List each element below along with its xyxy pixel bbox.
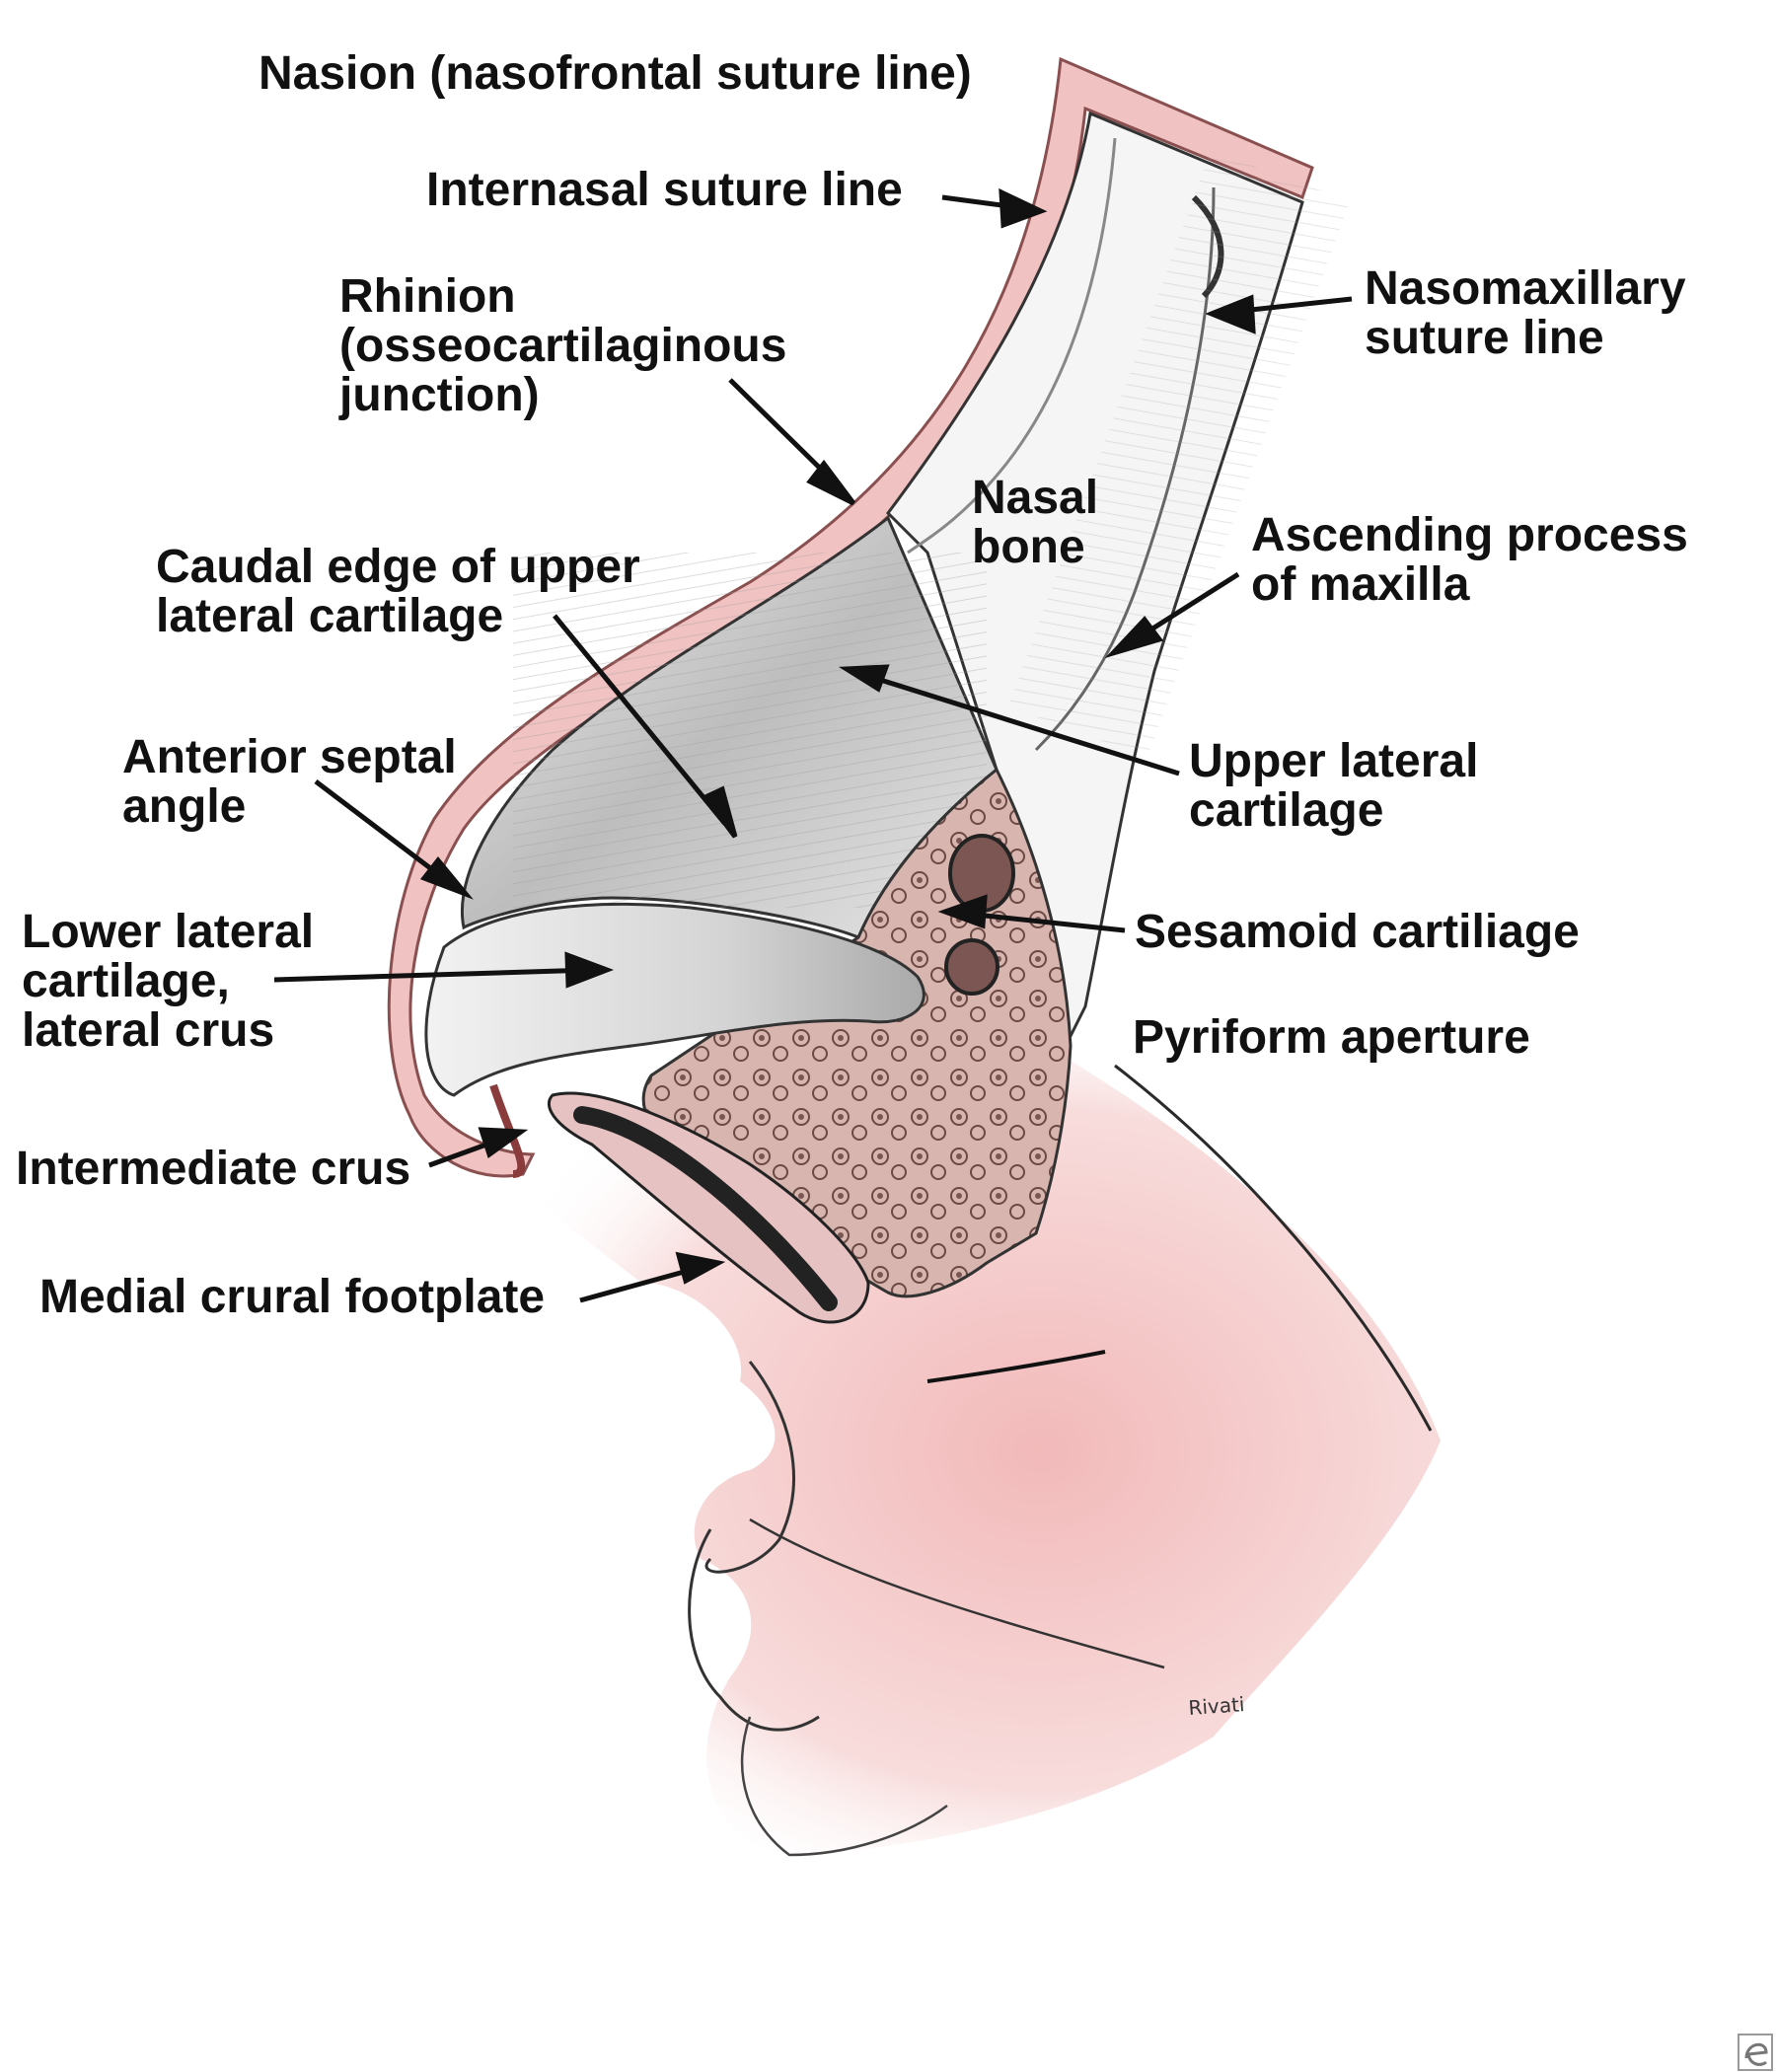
nostril (489, 1083, 870, 1324)
arrow-llc (273, 951, 615, 989)
arrow-footplate (579, 1251, 726, 1303)
label-lower-lateral-cartilage: Lower lateral cartilage, lateral crus (22, 906, 315, 1057)
nasal-bone-region (886, 111, 1351, 1051)
arrow-internasal (941, 187, 1048, 229)
arrow-ascending (1104, 571, 1240, 659)
arrow-intermediate (428, 1127, 529, 1168)
corner-logo (1738, 2034, 1773, 2071)
artist-signature: Rivati (1188, 1692, 1245, 1720)
label-pyriform-aperture: Pyriform aperture (1133, 1011, 1530, 1064)
arrow-septal-angle (314, 779, 474, 900)
arrow-sesamoid (937, 894, 1126, 933)
label-intermediate-crus: Intermediate crus (16, 1143, 411, 1195)
label-sesamoid-cartilage: Sesamoid cartiliage (1135, 906, 1580, 958)
lower-lateral-cartilage-region (424, 902, 925, 1097)
label-rhinion: Rhinion (osseocartilaginous junction) (339, 270, 787, 421)
arrow-nasomaxillary (1205, 294, 1353, 334)
label-nasal-bone: Nasal bone (972, 472, 1099, 573)
label-nasion: Nasion (nasofrontal suture line) (259, 47, 972, 100)
upper-lateral-cartilage-region (461, 515, 999, 939)
label-caudal-edge-ulc: Caudal edge of upper lateral cartilage (156, 541, 640, 642)
label-ascending-process: Ascending process of maxilla (1251, 509, 1688, 611)
arrow-upper-lateral (838, 664, 1180, 777)
face-skin: Rivati (440, 1046, 1441, 1857)
label-upper-lateral-cartilage: Upper lateral cartilage (1189, 735, 1479, 837)
label-nasomaxillary-suture: Nasomaxillary suture line (1365, 262, 1686, 364)
leader-arrows (273, 187, 1353, 1303)
label-anterior-septal-angle: Anterior septal angle (122, 731, 457, 833)
arrow-rhinion (728, 378, 855, 506)
sesamoid-cartilage-lower (944, 938, 999, 996)
label-internasal-suture: Internasal suture line (426, 164, 903, 216)
label-medial-crural-footplate: Medial crural footplate (39, 1271, 546, 1323)
arrow-caudal-edge (553, 614, 738, 839)
